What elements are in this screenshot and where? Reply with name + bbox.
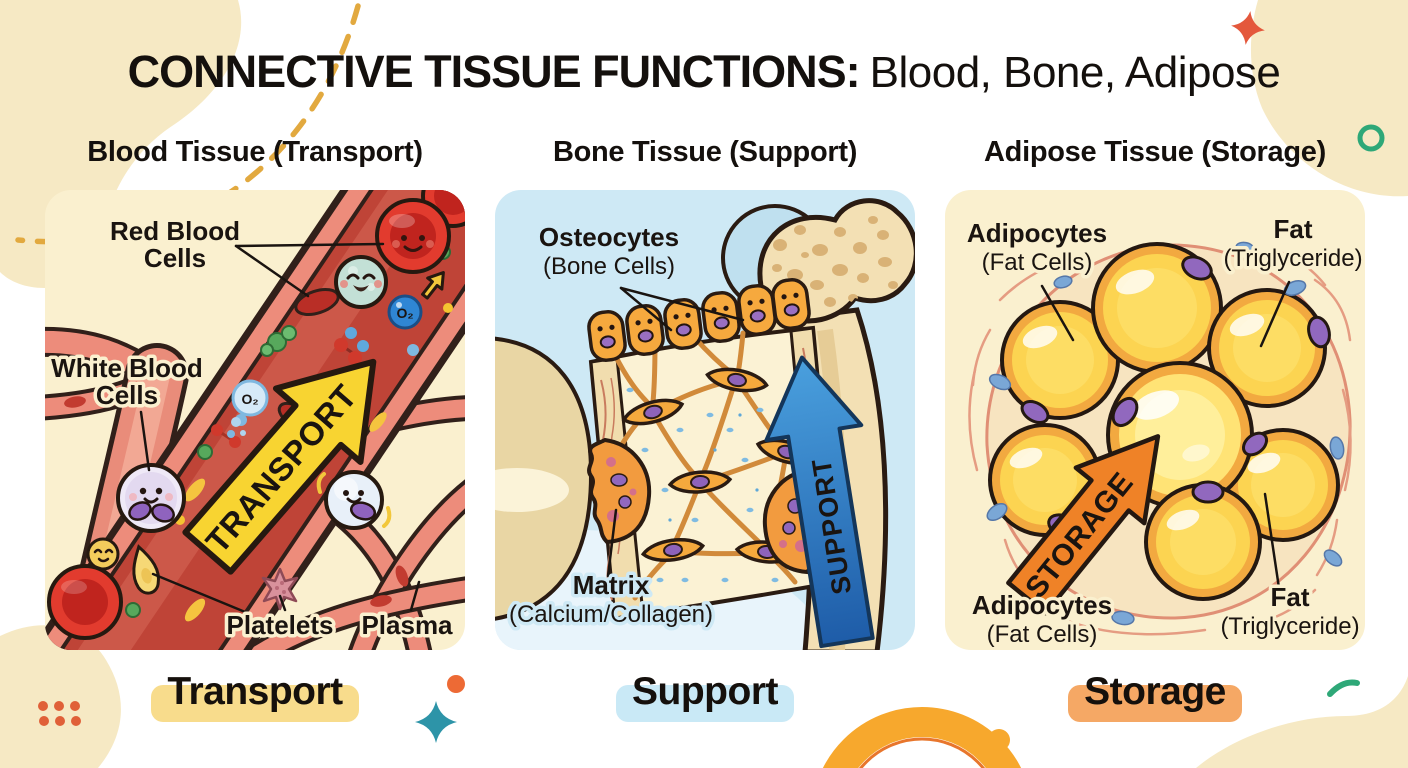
bone-end-highlight — [495, 468, 569, 512]
osteocytes-label: Osteocytes — [539, 222, 679, 252]
membrane-squiggles — [968, 248, 1352, 636]
bone-labels: Osteocytes (Bone Cells) Matrix (Calcium/… — [505, 219, 745, 632]
red-blood-cells-label: Red Blood — [110, 216, 240, 246]
support-arrow: SUPPORT — [764, 355, 875, 649]
dots-grid-icon — [38, 701, 81, 726]
osteocyte-row — [587, 278, 811, 362]
matrix-sublabel: (Calcium/Collagen) — [509, 601, 713, 628]
bone-heading: Bone Tissue (Support) — [552, 136, 858, 168]
osteocytes-sublabel: (Bone Cells) — [543, 253, 675, 280]
plasma-label: Plasma — [361, 610, 453, 640]
platelet — [132, 544, 161, 595]
oxygen-molecule: O₂ — [231, 379, 269, 436]
fat-sublabel: (Triglyceride) — [1223, 245, 1362, 272]
bone-column: Bone Tissue (Support) — [495, 0, 915, 768]
fat-label: Fat — [1271, 582, 1310, 612]
oxygen-label: O₂ — [396, 305, 413, 321]
fat-sublabel: (Triglyceride) — [1220, 613, 1359, 640]
bone-matrix — [587, 325, 840, 621]
platelet — [86, 537, 120, 571]
storage-pill: Storage — [1068, 670, 1242, 722]
adipocytes-sublabel: (Fat Cells) — [982, 249, 1093, 276]
adipose-tissue-illustration: STORAGE Adipocytes (Fat Cells) Fat (Trig… — [945, 190, 1365, 650]
plasma-particles — [175, 303, 453, 622]
bone-tissue-illustration: SUPPORT Osteocytes (Bone Cells) Matrix (… — [495, 190, 915, 650]
blood-labels: Red Blood Cells White Blood Cells Platel… — [48, 213, 457, 644]
bone-panel: SUPPORT Osteocytes (Bone Cells) Matrix (… — [495, 190, 915, 650]
adipocytes-label: Adipocytes — [967, 218, 1107, 248]
blood-column: Blood Tissue (Transport) — [45, 0, 465, 768]
title-subtitle: Blood, Bone, Adipose — [869, 48, 1281, 97]
adipocytes-label: Adipocytes — [972, 590, 1112, 620]
oxygen-label: O₂ — [241, 391, 258, 407]
matrix-osteocytes — [621, 367, 819, 564]
storage-footer: Storage — [945, 670, 1365, 722]
corner-blob-bottom-right — [1196, 676, 1408, 768]
page-title: CONNECTIVE TISSUE FUNCTIONS:Blood, Bone,… — [0, 46, 1408, 98]
stromal-cells — [986, 241, 1345, 626]
transport-pill-label: Transport — [167, 670, 343, 713]
dashed-arc-icon — [15, 3, 361, 245]
title-main: CONNECTIVE TISSUE FUNCTIONS: — [127, 46, 861, 97]
white-blood-cell — [334, 255, 388, 309]
flow-arrow-icon — [421, 271, 445, 300]
adipose-labels: Adipocytes (Fat Cells) Fat (Triglyceride… — [963, 211, 1365, 651]
green-dash-icon — [1327, 679, 1360, 697]
adipose-heading: Adipose Tissue (Storage) — [984, 136, 1326, 168]
white-blood-cell — [116, 463, 186, 533]
fat-label: Fat — [1274, 214, 1313, 244]
transport-footer: Transport — [45, 670, 465, 722]
blood-heading: Blood Tissue (Transport) — [87, 136, 423, 168]
storage-pill-label: Storage — [1084, 670, 1226, 713]
platelets-label: Platelets — [227, 610, 334, 640]
white-blood-cells-label: White Blood — [51, 353, 203, 383]
platelet-star — [261, 567, 299, 611]
adipose-panel: STORAGE Adipocytes (Fat Cells) Fat (Trig… — [945, 190, 1365, 650]
sparkle-icon — [415, 701, 457, 743]
dot-icon — [447, 675, 465, 693]
red-blood-cell — [375, 198, 451, 274]
transport-pill: Transport — [151, 670, 359, 722]
arc-ring-inner — [858, 737, 986, 768]
matrix-label: Matrix — [573, 570, 650, 600]
blood-tissue-illustration: TRANSPORT — [45, 190, 465, 650]
adipocytes-sublabel: (Fat Cells) — [987, 621, 1098, 648]
spongy-bone-texture — [772, 216, 898, 307]
adipose-column: Adipose Tissue (Storage) — [945, 0, 1365, 768]
blood-panel: TRANSPORT — [45, 190, 465, 650]
red-blood-cell — [47, 564, 123, 640]
adipocyte-cells — [988, 242, 1340, 601]
ring-icon — [1357, 124, 1385, 152]
red-blood-cells-label: Cells — [144, 243, 206, 273]
transport-pill-highlight — [151, 685, 359, 722]
support-pill-label: Support — [632, 670, 778, 713]
support-footer: Support — [495, 670, 915, 722]
oxygen-molecule: O₂ — [387, 294, 423, 330]
dot-icon — [988, 729, 1010, 751]
support-pill: Support — [616, 670, 794, 722]
sparkle-icon — [1231, 11, 1265, 45]
support-pill-highlight — [616, 685, 794, 722]
white-blood-cells-label: Cells — [96, 380, 158, 410]
white-blood-cell — [316, 470, 392, 530]
corner-blob-bottom-left — [0, 625, 121, 768]
storage-pill-highlight — [1068, 685, 1242, 722]
arc-ring-icon — [823, 707, 1021, 768]
